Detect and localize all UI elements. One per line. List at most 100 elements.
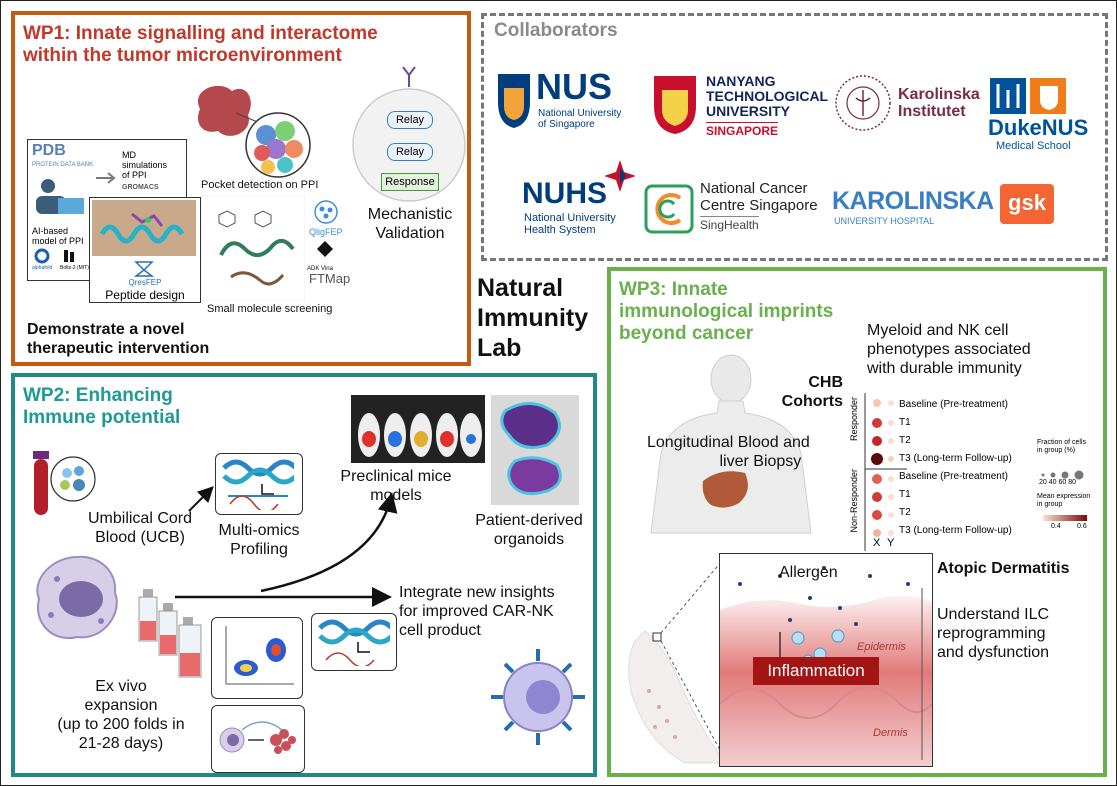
nccs-logo-icon <box>644 184 694 234</box>
chb-line-1: CHB <box>808 374 843 391</box>
nccs-line-1: National Cancer <box>700 180 808 197</box>
flask-icon <box>138 589 202 678</box>
ucb-label: Umbilical Cord Blood (UCB) <box>75 509 205 547</box>
qligfep-icon <box>314 200 338 224</box>
kuh-logo: KAROLINSKA <box>832 187 994 215</box>
lab-name-line-1: Natural <box>477 274 564 302</box>
collaborators-title: Collaborators <box>494 20 618 41</box>
boltz-label: Boltz-2 (MIT) <box>60 265 89 271</box>
atopic-label: Atopic Dermatitis <box>937 560 1070 577</box>
ki-line-1: Karolinska <box>898 86 980 103</box>
legend-mean-line-2: in group <box>1037 501 1063 508</box>
wp3-title-line-1: WP3: Innate <box>619 279 728 300</box>
organoids-label: Patient-derived organoids <box>459 511 599 549</box>
mech-line-1: Mechanistic <box>367 206 453 223</box>
exvivo-line-2: expansion <box>84 697 158 714</box>
pdb-logo: PDB <box>32 142 66 159</box>
frac-tick-80: 80 <box>1068 479 1077 486</box>
wp3-title: WP3: Innate immunological imprints beyon… <box>619 279 833 345</box>
organoids-line-1: Patient-derived <box>475 512 583 529</box>
pocket-label: Pocket detection on PPI <box>201 179 319 191</box>
row-label-5: Baseline (Pre-treatment) <box>899 471 1008 482</box>
frac-tick-40: 40 <box>1048 479 1057 486</box>
md-text-line-2: simulations <box>122 160 168 170</box>
exvivo-label: Ex vivo expansion (up to 200 folds in 21… <box>31 677 211 753</box>
legend-mean-line-1: Mean expression <box>1037 493 1091 500</box>
peptide-label: Peptide design <box>105 288 185 302</box>
legend-frac-line-1: Fraction of cells <box>1037 439 1087 446</box>
ntu-line-1: NANYANG <box>706 73 776 89</box>
myeloid-line-1: Myeloid and NK cell <box>867 322 1009 339</box>
dukenus-crest-icon <box>990 78 1066 114</box>
longitudinal-line-2: liver Biopsy <box>719 453 802 470</box>
size-legend-dots <box>1041 470 1084 480</box>
understand-line-2: reprogramming <box>937 625 1046 642</box>
myeloid-line-3: with durable immunity <box>867 360 1022 377</box>
multiomics-box-2 <box>311 613 397 671</box>
nus-logo: NUS <box>536 66 613 107</box>
row-label-1: Baseline (Pre-treatment) <box>899 399 1008 410</box>
demonstrate-label: Demonstrate a novel therapeutic interven… <box>27 320 209 358</box>
dot-plot-rows: Baseline (Pre-treatment) T1 T2 T3 (Long-… <box>899 396 1012 540</box>
dukenus-subtitle: Medical School <box>996 140 1071 152</box>
nus-sub-2: of Singapore <box>538 119 595 130</box>
multiomics-label: Multi-omics Profiling <box>201 521 317 559</box>
legend-frac-ticks: 20 40 60 80 <box>1039 479 1076 486</box>
relay-1-box: Relay <box>387 111 433 129</box>
nuhs-subtitle: National University Health System <box>524 212 616 236</box>
longitudinal-label: Longitudinal Blood and liver Biopsy <box>647 433 810 471</box>
qresfep-label: QresFEP <box>128 278 162 287</box>
myeloid-line-2: phenotypes associated <box>867 341 1031 358</box>
exvivo-line-1: Ex vivo <box>95 678 147 695</box>
mean-tick-04: 0.4 <box>1051 523 1061 530</box>
wp1-title: WP1: Innate signalling and interactome w… <box>23 23 378 67</box>
collaborators-panel: Collaborators NUS National University of… <box>481 13 1108 261</box>
ai-text-line-1: AI-based <box>32 226 69 236</box>
row-label-3: T2 <box>899 435 911 446</box>
blood-tube-icon <box>33 451 96 515</box>
arrow-right-icon <box>96 172 116 184</box>
demonstrate-line-1: Demonstrate a novel <box>27 321 185 338</box>
dot-plot <box>864 393 1087 551</box>
qresfep-icon <box>134 261 154 277</box>
ntu-singapore: SINGAPORE <box>706 122 779 138</box>
understand-line-3: and dysfunction <box>937 644 1050 661</box>
relay-2-box: Relay <box>387 143 433 161</box>
legend-mean-title: Mean expression in group <box>1037 493 1090 509</box>
dna-icon-2 <box>318 619 390 666</box>
exvivo-line-3: (up to 200 folds in <box>57 716 185 733</box>
legend-frac-line-2: in group (%) <box>1037 447 1076 454</box>
wp1-title-line-2: within the tumor microenvironment <box>23 45 342 66</box>
ntu-line-2: TECHNOLOGICAL <box>706 88 829 104</box>
ucb-line-2: Blood (UCB) <box>95 529 185 546</box>
nus-crest-icon <box>498 74 530 128</box>
alphafold-label: alphafold <box>32 265 53 271</box>
alphafold-icon <box>34 248 74 264</box>
wp1-title-line-1: WP1: Innate signalling and interactome <box>23 23 378 44</box>
group-non-responder: Non-Responder <box>849 469 859 533</box>
peptide-box: QresFEP Peptide design <box>89 197 201 303</box>
small-molecule-icon <box>201 195 305 301</box>
frac-tick-60: 60 <box>1058 479 1067 486</box>
multiomics-line-1: Multi-omics <box>218 522 300 539</box>
row-label-6: T1 <box>899 489 911 500</box>
flow-plot-box <box>211 617 303 699</box>
wp2-title: WP2: Enhancing Immune potential <box>23 385 180 429</box>
dermis-label: Dermis <box>873 727 908 739</box>
qligfep-label: QligFEP <box>309 227 343 237</box>
lab-name-line-2: Immunity <box>477 304 589 332</box>
longitudinal-line-1: Longitudinal Blood and <box>647 434 810 451</box>
gromacs-logo: GROMACS <box>122 184 159 191</box>
adk-label: ADK Vina <box>307 266 333 272</box>
gsk-logo: gsk <box>1000 184 1054 224</box>
nuhs-sub-1: National University <box>524 212 616 224</box>
legend-frac-title: Fraction of cells in group (%) <box>1037 439 1086 455</box>
wp2-title-line-2: Immune potential <box>23 407 181 428</box>
epidermis-label: Epidermis <box>857 641 906 653</box>
nuhs-star-icon <box>604 160 636 192</box>
wp2-panel: WP2: Enhancing Immune potential Umbilica… <box>11 373 597 777</box>
human-body-icon <box>650 354 812 534</box>
organoids-line-2: organoids <box>493 531 565 548</box>
liver-icon <box>702 471 748 508</box>
nus-sub-1: National University <box>538 108 622 119</box>
